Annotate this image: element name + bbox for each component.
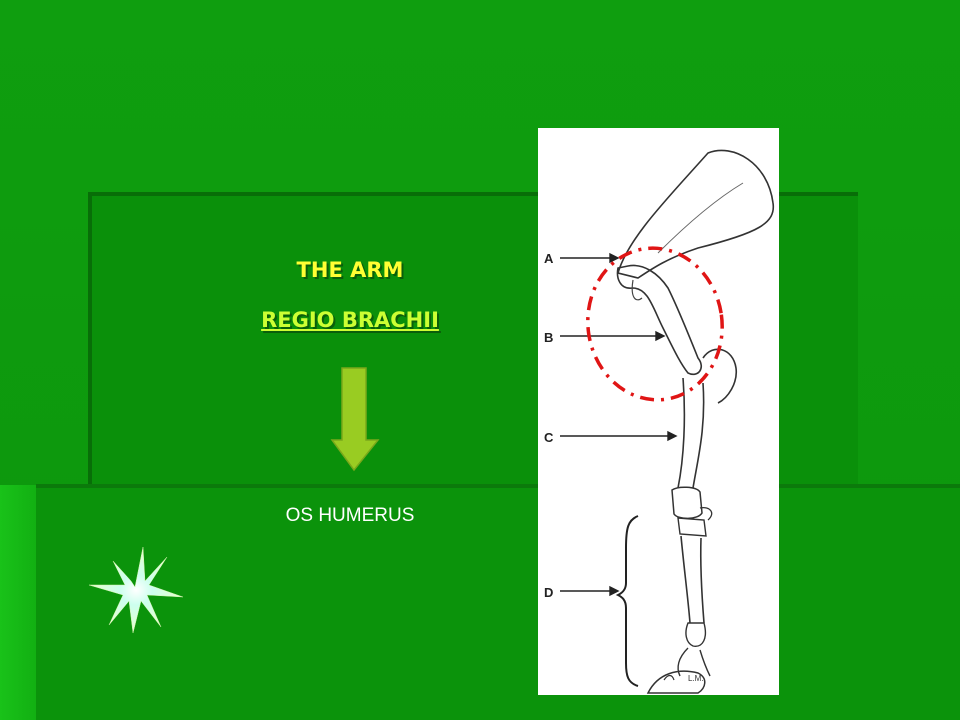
label-a: A [544,251,554,266]
brace-d [615,515,639,687]
humerus-bone [616,264,703,376]
highlight-ellipse [586,246,724,402]
down-arrow-icon [330,367,380,472]
label-d: D [544,585,553,600]
lower-panel [36,484,960,720]
label-b: B [544,330,553,345]
slide-subtitle: REGIO BRACHII [261,308,439,332]
label-c: C [544,430,554,445]
sparkle-star-icon [88,546,184,634]
forearm-bones [677,377,705,489]
bone-label: OS HUMERUS [285,505,415,526]
slide-title: THE ARM [296,258,404,282]
artist-initials: L.M. [688,674,704,683]
left-accent-strip [0,485,36,720]
arm-skeleton-figure: A B C D L.M. [538,128,779,695]
